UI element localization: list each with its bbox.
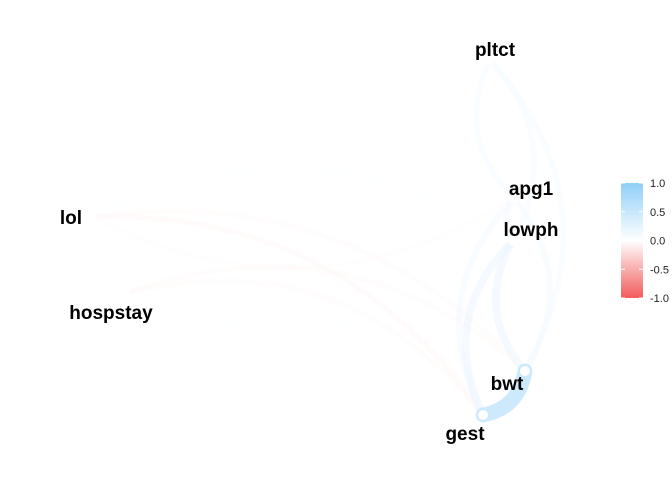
legend-tick-label: -1.0 — [650, 293, 669, 305]
edge-bwt-gest — [475, 363, 533, 423]
edge-lowph-bwt — [492, 237, 529, 375]
node-pltct — [485, 55, 495, 65]
node-apg1 — [509, 193, 519, 203]
node-bwt — [520, 366, 530, 376]
edge-pltct-bwt — [487, 57, 567, 374]
nodes-layer: pltct apg1 lowph lol hospstay bwt gest — [60, 40, 559, 445]
legend-tick-label: 1.0 — [650, 178, 665, 190]
color-legend: 1.0 0.5 0.0 -0.5 -1.0 — [621, 178, 669, 305]
edge-hospstay-bwt — [123, 264, 528, 374]
node-hospstay — [121, 288, 131, 298]
edge-lol-lowph — [89, 166, 516, 244]
node-gest — [478, 410, 488, 420]
legend-tick-label: 0.5 — [650, 207, 665, 219]
edge-lol-bwt — [89, 208, 528, 374]
node-lol — [87, 212, 97, 222]
edge-lowph-gest — [461, 237, 517, 419]
legend-colorbar — [621, 183, 643, 298]
edge-pltct-apg1 — [473, 57, 517, 201]
edge-lol-hospstay — [88, 214, 129, 296]
edge-hospstay-lowph — [123, 238, 516, 332]
node-label-pltct: pltct — [475, 40, 516, 61]
node-label-hospstay: hospstay — [69, 303, 153, 324]
edge-lol-gest — [89, 214, 486, 418]
legend-ticks: 1.0 0.5 0.0 -0.5 -1.0 — [621, 178, 669, 305]
legend-tick-label: -0.5 — [650, 264, 669, 276]
node-label-lol: lol — [60, 208, 82, 229]
edge-apg1-bwt — [510, 194, 554, 375]
node-label-lowph: lowph — [504, 220, 559, 241]
node-label-gest: gest — [445, 424, 485, 445]
edge-pltct-lowph — [487, 57, 538, 244]
node-label-apg1: apg1 — [509, 179, 554, 200]
edge-apg1-gest — [455, 194, 518, 419]
edge-lol-apg1 — [89, 195, 517, 271]
edge-hospstay-gest — [123, 278, 486, 418]
legend-tick-label: 0.0 — [650, 236, 665, 248]
node-lowph — [508, 236, 518, 246]
edges-layer — [88, 57, 567, 423]
node-label-bwt: bwt — [491, 374, 524, 395]
